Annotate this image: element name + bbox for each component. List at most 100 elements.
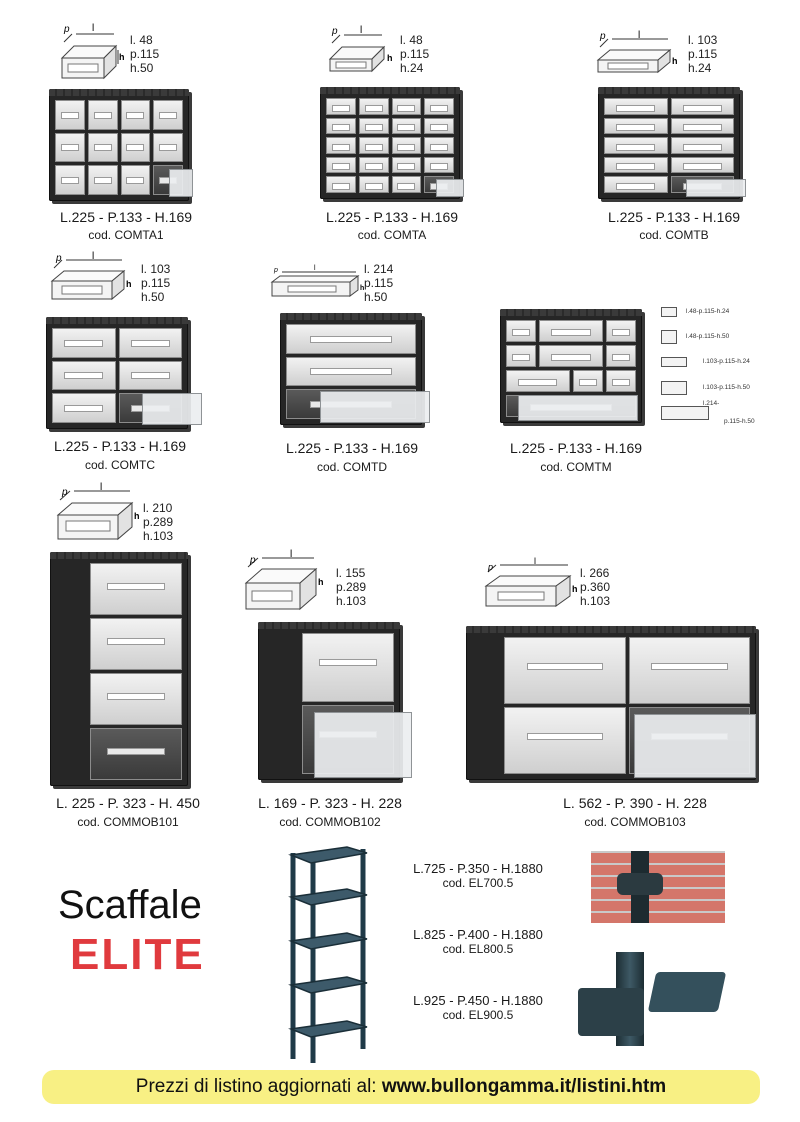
dim-l: l. 48	[400, 33, 423, 47]
dim-p: p.115	[141, 276, 171, 290]
dim-p: p.115	[688, 47, 718, 61]
shelf-size: L.725 - P.350 - H.1880	[413, 861, 543, 876]
price-list-link[interactable]: www.bullongamma.it/listini.htm	[381, 1076, 667, 1097]
code-commob101: cod. COMMOB101	[77, 815, 179, 829]
legend-item-2: l.48-p.115-h.50	[686, 333, 730, 340]
code-comtc: cod. COMTC	[84, 458, 155, 472]
size-comta: L.225 - P.133 - H.169	[325, 209, 459, 225]
dim-h: h.103	[143, 529, 174, 543]
drawer-diagram-comtc: p l h	[50, 251, 132, 305]
h-label: h	[318, 577, 324, 587]
h-label: h	[572, 584, 578, 594]
l-label: l	[314, 265, 316, 272]
legend-box-1	[661, 307, 677, 317]
l-label: l	[92, 23, 94, 34]
legend-item-5b: p.115-h.50	[724, 418, 755, 425]
dim-p: p.360	[580, 580, 611, 594]
shelf-size: L.925 - P.450 - H.1880	[413, 993, 543, 1008]
l-label: l	[360, 25, 362, 36]
shelf-code: cod. EL800.5	[442, 942, 514, 956]
code-comtm: cod. COMTM	[540, 460, 612, 474]
shelf-joint-detail-image	[578, 952, 728, 1046]
price-list-banner: Prezzi di listino aggiornati al: www.bul…	[42, 1070, 760, 1104]
cabinet-comtc	[46, 317, 202, 429]
code-commob103: cod. COMMOB103	[584, 815, 686, 829]
h-label: h	[134, 511, 140, 521]
drawer-diagram-commob102: p l h	[244, 549, 328, 615]
size-commob102: L. 169 - P. 323 - H. 228	[258, 795, 402, 811]
dim-l: l. 266	[580, 566, 610, 580]
cabinet-commob101	[50, 552, 188, 786]
code-comtd: cod. COMTD	[316, 460, 387, 474]
legend-item-1: l.48-p.115-h.24	[686, 308, 730, 315]
cabinet-commob102	[258, 622, 412, 780]
shelf-size: L.825 - P.400 - H.1880	[413, 927, 543, 942]
p-label: p	[331, 26, 338, 37]
size-comtm: L.225 - P.133 - H.169	[509, 440, 643, 456]
dim-h: h.103	[580, 594, 611, 608]
shelf-code: cod. EL900.5	[442, 1008, 514, 1022]
size-commob103: L. 562 - P. 390 - H. 228	[563, 795, 707, 811]
legend-item-4: l.103-p.115-h.50	[703, 384, 750, 391]
code-commob102: cod. COMMOB102	[279, 815, 381, 829]
h-label: h	[387, 53, 393, 63]
code-comta1: cod. COMTA1	[88, 228, 164, 242]
p-label: p	[61, 487, 68, 498]
size-commob101: L. 225 - P. 323 - H. 450	[56, 795, 200, 811]
h-label: h	[672, 56, 678, 66]
cabinet-comtm	[500, 309, 642, 423]
dim-l: l. 210	[143, 501, 173, 515]
dim-p: p.289	[143, 515, 174, 529]
dim-p: p.115	[130, 47, 160, 61]
shelf-model-el900: L.925 - P.450 - H.1880 cod. EL900.5	[388, 993, 568, 1022]
drawer-diagram-comtb: p l h	[596, 30, 678, 80]
legend-box-2	[661, 330, 677, 344]
legend-box-3	[661, 357, 687, 367]
dim-l: l. 103	[141, 262, 171, 276]
cabinet-comtd	[280, 313, 430, 425]
size-comtc: L.225 - P.133 - H.169	[53, 438, 187, 454]
p-label: p	[273, 267, 278, 274]
dim-p: p.115	[400, 47, 430, 61]
cabinet-comta1	[49, 89, 193, 201]
size-comtb: L.225 - P.133 - H.169	[607, 209, 741, 225]
cabinet-commob103	[466, 626, 756, 780]
dim-l: l. 48	[130, 33, 153, 47]
size-comta1: L.225 - P.133 - H.169	[59, 209, 193, 225]
l-label: l	[92, 251, 94, 262]
l-label: l	[638, 30, 640, 41]
dim-h: h.24	[688, 61, 712, 75]
l-label: l	[534, 556, 536, 566]
size-comtd: L.225 - P.133 - H.169	[285, 440, 419, 456]
h-label: h	[126, 279, 132, 289]
dim-p: p.289	[336, 580, 367, 594]
shelf-model-el700: L.725 - P.350 - H.1880 cod. EL700.5	[388, 861, 568, 890]
drawer-diagram-comta1: p l h	[60, 20, 125, 80]
drawer-diagram-comta: p l h	[328, 25, 393, 75]
legend-item-5a: l.214-	[703, 400, 720, 407]
drawer-diagram-comtd: p l h	[270, 262, 364, 302]
h-label: h	[119, 52, 125, 62]
l-label: l	[290, 549, 292, 560]
dim-h: h.24	[400, 61, 424, 75]
cabinet-comta	[320, 87, 464, 199]
dim-l: l. 214	[364, 262, 394, 276]
dim-h: h.50	[141, 290, 165, 304]
p-label: p	[599, 31, 606, 42]
h-label: h	[360, 285, 364, 292]
dim-p: p.115	[364, 276, 394, 290]
dim-h: h.50	[130, 61, 154, 75]
wall-bracket-detail-image	[591, 851, 725, 923]
shelf-unit-image	[285, 845, 375, 1070]
dim-h: h.103	[336, 594, 367, 608]
p-label: p	[249, 555, 256, 566]
shelf-title: Scaffale	[58, 883, 202, 927]
l-label: l	[100, 482, 102, 493]
code-comtb: cod. COMTB	[639, 228, 709, 242]
